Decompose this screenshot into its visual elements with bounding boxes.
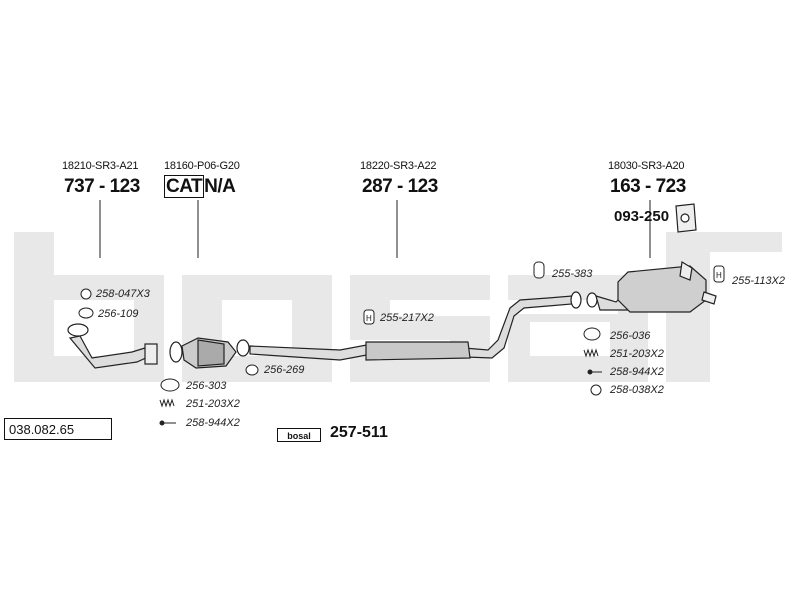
gasket-icon-2 — [160, 378, 180, 392]
hanger-rubber-icon-2 — [713, 265, 725, 283]
leader-lines — [99, 200, 651, 258]
rear-silencer — [586, 261, 717, 313]
icon-marks: H H — [366, 271, 722, 323]
bosal-kit-logo: bosal — [277, 428, 321, 442]
part-label-11: 251-203X2 — [610, 348, 664, 360]
part-label-8: 255-383 — [552, 268, 593, 280]
clamp-icon — [533, 261, 545, 279]
svg-text:H: H — [366, 314, 372, 323]
oem-number-3: 18220-SR3-A22 — [360, 160, 437, 172]
spring-icon-2 — [583, 348, 599, 358]
oem-number-4: 18030-SR3-A20 — [608, 160, 685, 172]
part-label-9: 255-113X2 — [732, 275, 786, 287]
part-label-3: 256-303 — [186, 380, 227, 392]
part-label-6: 256-269 — [264, 364, 305, 376]
catalytic-converter — [169, 337, 250, 369]
part-label-12: 258-944X2 — [610, 366, 664, 378]
part-label-10: 256-036 — [610, 330, 651, 342]
nut-icon-2 — [590, 384, 602, 396]
hardware-icons — [78, 261, 725, 426]
hanger-part-number: 093-250 — [614, 208, 670, 225]
gasket-icon-4 — [583, 327, 601, 341]
part-number-4: 163 - 723 — [610, 176, 686, 197]
kit-part-number: 257-511 — [330, 424, 388, 441]
part-number-1: 737 - 123 — [64, 176, 140, 197]
part-label-1: 258-047X3 — [96, 288, 150, 300]
reference-number: 038.082.65 — [4, 418, 112, 440]
gasket-icon-3 — [245, 364, 259, 376]
svg-text:H: H — [716, 271, 722, 280]
part-label-13: 258-038X2 — [610, 384, 664, 396]
part-label-2: 256-109 — [98, 308, 139, 320]
hanger-icon — [675, 203, 697, 233]
nut-icon — [80, 288, 92, 300]
part-number-3: 287 - 123 — [362, 176, 438, 197]
oem-number-2: 18160-P06-G20 — [164, 160, 240, 172]
part-label-7: 255-217X2 — [380, 312, 434, 324]
cat-label: CAT — [164, 175, 205, 198]
front-pipe — [67, 323, 158, 369]
gasket-icon — [78, 307, 94, 319]
hanger-rubber-icon — [363, 309, 375, 325]
spring-icon — [159, 398, 175, 408]
center-pipe — [249, 291, 582, 361]
part-label-5: 258-944X2 — [186, 417, 240, 429]
part-label-4: 251-203X2 — [186, 398, 240, 410]
cat-part: N/A — [204, 176, 236, 197]
oem-number-1: 18210-SR3-A21 — [62, 160, 139, 172]
